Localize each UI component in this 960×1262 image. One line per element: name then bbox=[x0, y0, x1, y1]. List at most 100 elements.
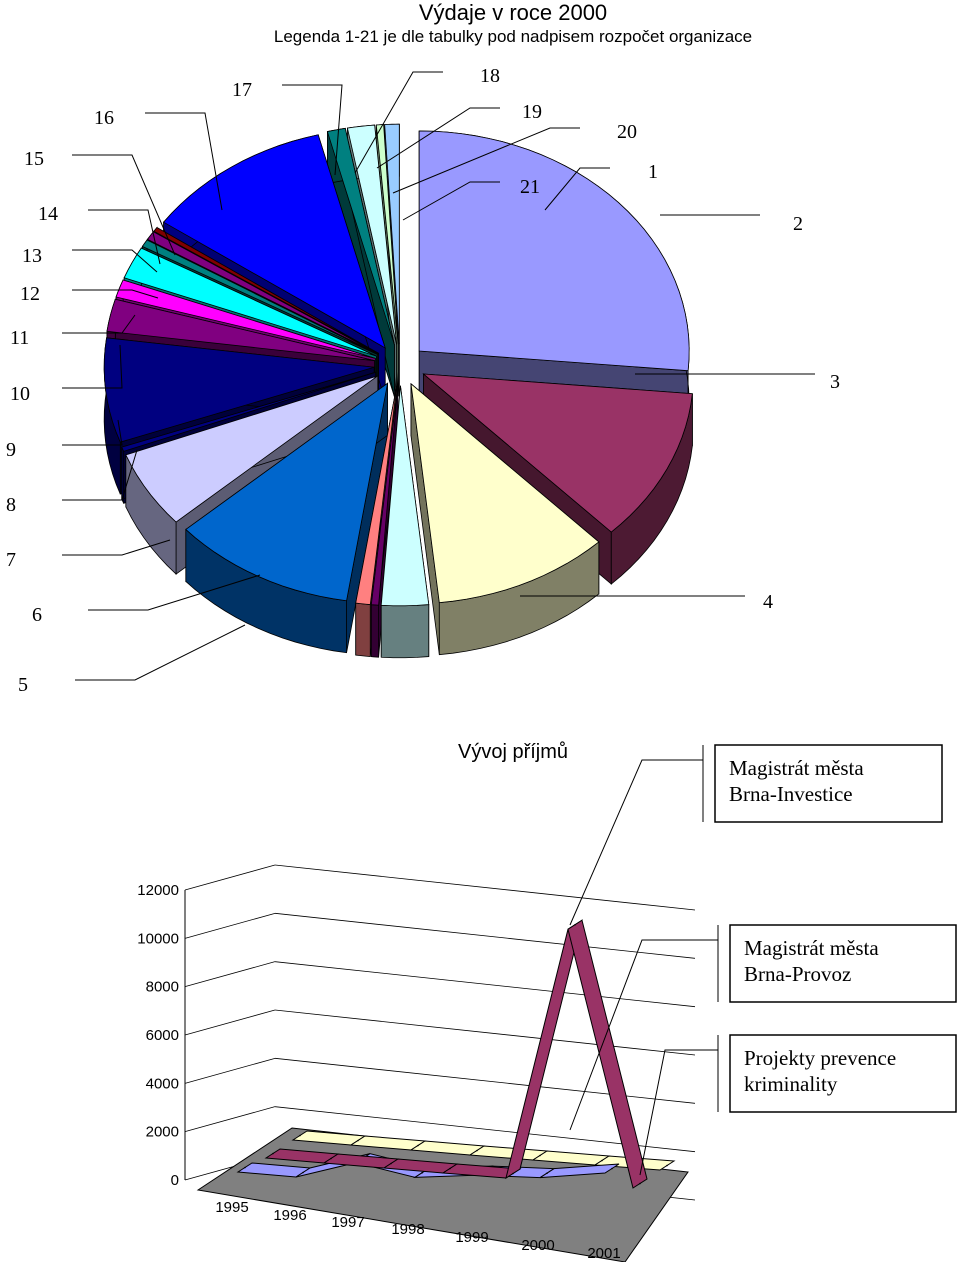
xtick-label-1996: 1996 bbox=[273, 1207, 306, 1224]
line-title: Vývoj příjmů bbox=[458, 741, 568, 763]
pie-label-19: 19 bbox=[522, 101, 542, 123]
series-1-point-1999 bbox=[512, 1172, 514, 1175]
pie-label-9: 9 bbox=[6, 439, 16, 461]
ytick-label-0: 0 bbox=[171, 1172, 179, 1189]
pie-leader-1 bbox=[544, 167, 610, 211]
series-1-segment-2000 bbox=[567, 919, 648, 1189]
grid-diag-8000 bbox=[184, 961, 276, 988]
xtick-label-1997: 1997 bbox=[331, 1214, 364, 1231]
pie-leader-18 bbox=[354, 71, 443, 174]
xtick-label-1998: 1998 bbox=[391, 1221, 424, 1238]
pie-leader-7 bbox=[62, 539, 171, 556]
series-3-point-1999 bbox=[539, 1154, 541, 1157]
series-2-point-2001 bbox=[611, 1167, 613, 1170]
grid-diag-4000 bbox=[184, 1057, 276, 1084]
pie-label-14: 14 bbox=[38, 203, 58, 225]
pie-label-13: 13 bbox=[22, 245, 42, 267]
pie-leader-11 bbox=[62, 314, 136, 334]
pie-leader-15 bbox=[72, 154, 176, 256]
ytick-label-12000: 12000 bbox=[137, 882, 179, 899]
pie-label-8: 8 bbox=[6, 494, 16, 516]
ytick-label-6000: 6000 bbox=[146, 1027, 179, 1044]
line-chart: 0 2000 4000 6000 8000 10000 12000 1995 1996 1997 1… bbox=[137, 744, 957, 1262]
ytick-label-2000: 2000 bbox=[146, 1124, 179, 1141]
legend-callout-2 bbox=[569, 939, 718, 1131]
series-3-point-1996 bbox=[357, 1139, 359, 1142]
gridline-10000 bbox=[274, 912, 696, 959]
legend-box-3 bbox=[729, 1034, 957, 1113]
pie-label-20: 20 bbox=[617, 121, 637, 143]
series-3-point-1995 bbox=[299, 1134, 301, 1137]
pie-label-7: 7 bbox=[6, 549, 16, 571]
series-1-point-1997 bbox=[390, 1162, 392, 1165]
series-2-segment-2000 bbox=[539, 1163, 620, 1179]
gridline-6000 bbox=[274, 1009, 696, 1056]
pie-leader-21 bbox=[402, 181, 500, 221]
pie-chart bbox=[103, 123, 693, 659]
pie-label-3: 3 bbox=[830, 371, 840, 393]
pie-leader-12 bbox=[72, 289, 159, 299]
pie-label-21: 21 bbox=[520, 176, 540, 198]
series-1 bbox=[264, 919, 648, 1189]
series-2-point-1998 bbox=[421, 1172, 423, 1174]
legend-callout-3 bbox=[639, 1049, 718, 1176]
series-3-point-1998 bbox=[476, 1149, 478, 1152]
series-2-point-1995 bbox=[244, 1166, 246, 1169]
series-1-segment-1999 bbox=[505, 919, 583, 1180]
grid-diag-12000 bbox=[184, 864, 276, 891]
pie-label-11: 11 bbox=[10, 327, 29, 349]
ytick-label-8000: 8000 bbox=[146, 979, 179, 996]
series-3-point-2000 bbox=[601, 1159, 603, 1162]
xtick-label-1999: 1999 bbox=[455, 1229, 488, 1246]
grid-diag-2000 bbox=[184, 1106, 276, 1133]
pie-label-15: 15 bbox=[24, 148, 44, 170]
series-1-point-2001 bbox=[639, 1182, 641, 1185]
pie-title: Výdaje v roce 2000 bbox=[419, 0, 607, 25]
gridline-8000 bbox=[274, 961, 696, 1008]
pie-label-18: 18 bbox=[480, 65, 500, 87]
pie-leader-17 bbox=[282, 84, 343, 176]
legend-box-2 bbox=[729, 924, 957, 1003]
pie-label-10: 10 bbox=[10, 383, 30, 405]
legend-box-1 bbox=[714, 744, 943, 823]
gridline-4000 bbox=[274, 1057, 696, 1104]
series-1-point-2000 bbox=[574, 923, 576, 926]
grid-diag-6000 bbox=[184, 1009, 276, 1036]
pie-slice-7 bbox=[185, 382, 389, 654]
pie-leader-19 bbox=[376, 107, 500, 169]
pie-label-16: 16 bbox=[94, 107, 114, 129]
pie-leader-16 bbox=[145, 112, 223, 211]
pie-label-2: 2 bbox=[793, 213, 803, 235]
pie-label-4: 4 bbox=[763, 591, 773, 613]
series-2-point-2000 bbox=[546, 1172, 548, 1174]
grid-diag-10000 bbox=[184, 912, 276, 939]
xtick-label-1995: 1995 bbox=[215, 1199, 248, 1216]
legend-callout-1 bbox=[569, 759, 703, 926]
pie-slice-3 bbox=[410, 382, 600, 656]
gridline-12000 bbox=[274, 864, 696, 911]
pie-label-17: 17 bbox=[232, 79, 252, 101]
ytick-label-4000: 4000 bbox=[146, 1075, 179, 1092]
pie-label-12: 12 bbox=[20, 283, 40, 305]
pie-leader-20 bbox=[392, 127, 580, 194]
series-2-point-1996 bbox=[302, 1171, 304, 1174]
pie-label-1: 1 bbox=[648, 161, 658, 183]
pie-slice-4 bbox=[380, 385, 430, 659]
pie-leader-10 bbox=[62, 344, 123, 389]
pie-label-6: 6 bbox=[32, 604, 42, 626]
pie-leader-14 bbox=[88, 209, 161, 265]
pie-leader-6 bbox=[88, 574, 261, 611]
series-1-point-1998 bbox=[449, 1167, 451, 1170]
series-1-point-1996 bbox=[330, 1157, 332, 1160]
ytick-label-10000: 10000 bbox=[137, 930, 179, 947]
pie-leader-5 bbox=[75, 624, 246, 681]
pie-leader-13 bbox=[72, 249, 158, 273]
series-3-point-1997 bbox=[417, 1144, 419, 1147]
xtick-label-2001: 2001 bbox=[587, 1245, 620, 1262]
pie-label-5: 5 bbox=[18, 674, 28, 696]
series-1-point-1995 bbox=[272, 1152, 274, 1155]
xtick-label-2000: 2000 bbox=[521, 1237, 554, 1254]
